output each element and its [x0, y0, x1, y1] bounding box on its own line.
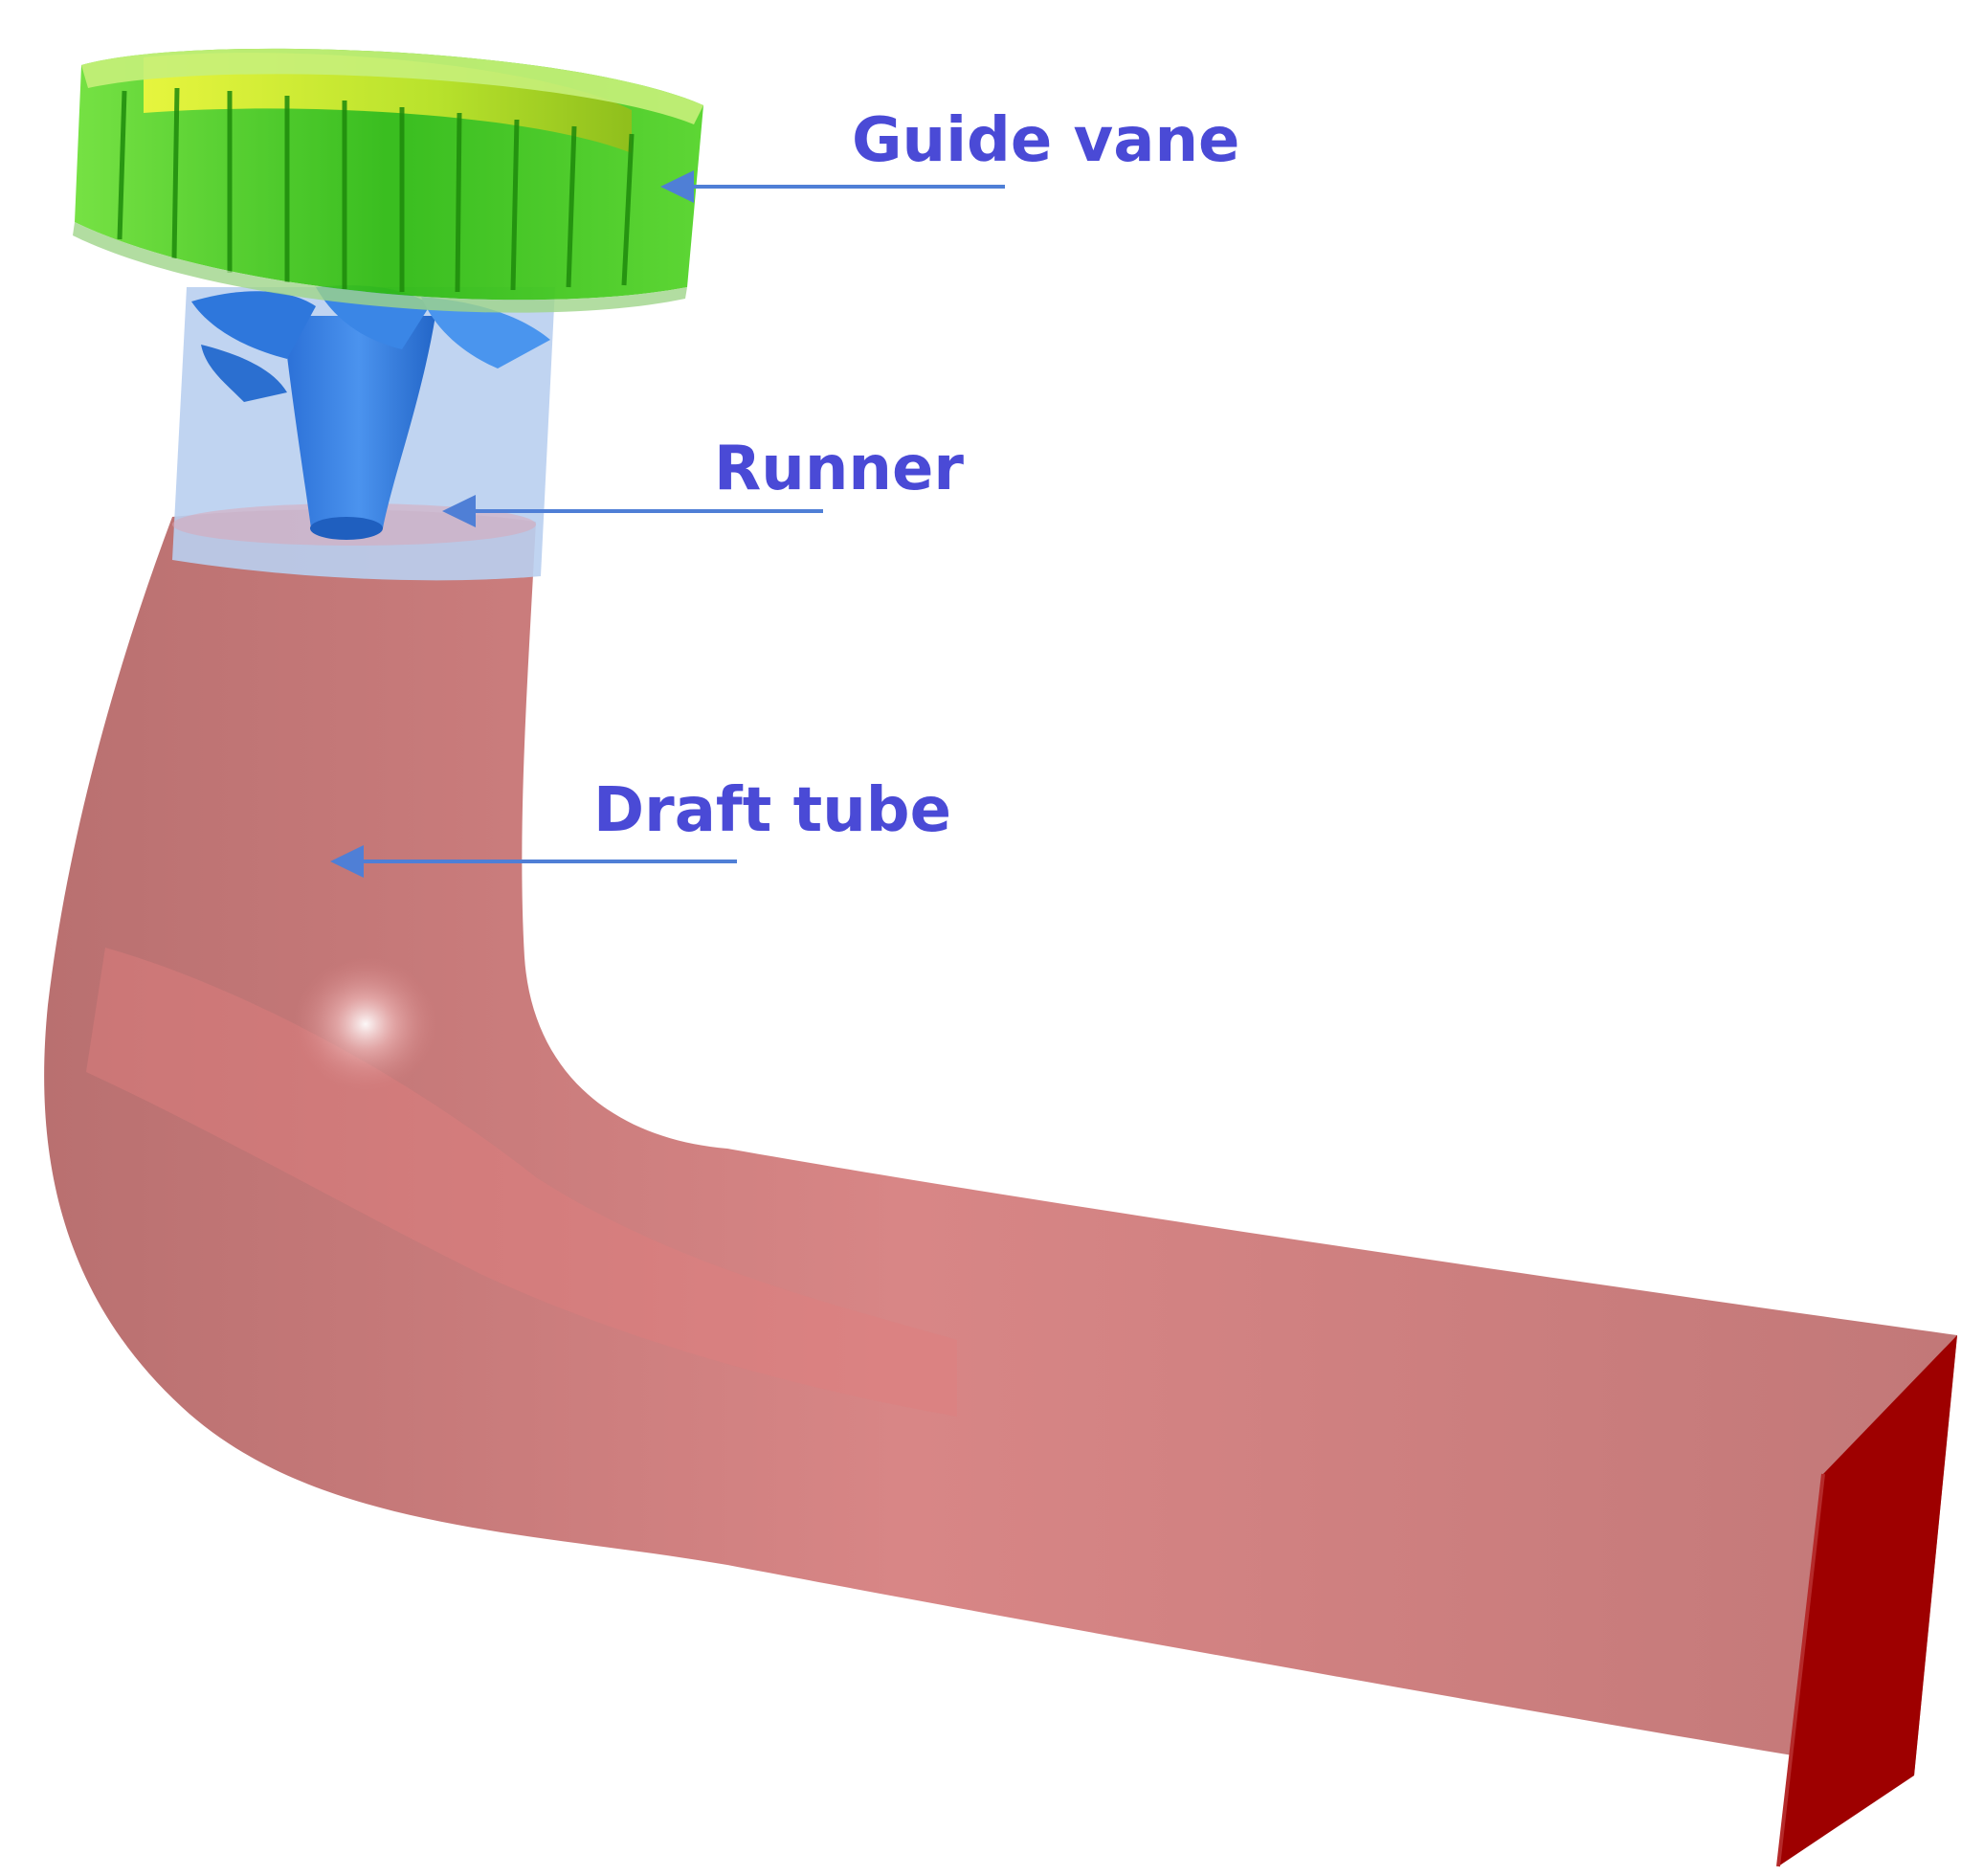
runner-hub-tip [310, 517, 383, 540]
runner-blade [421, 297, 550, 368]
draft-tube-bend-shade [86, 948, 957, 1417]
arrow-left-icon [330, 845, 737, 878]
draft-tube-highlight [294, 957, 437, 1091]
runner-blade [201, 345, 287, 402]
label-runner: Runner [714, 434, 964, 504]
label-guide-vane: Guide vane [852, 105, 1240, 176]
guide-vane-blades [117, 87, 635, 293]
draft-tube-outlet [1778, 1335, 1957, 1866]
draft-tube-outlet-edge [1776, 1473, 1825, 1867]
guide-vane-rim [81, 48, 703, 124]
arrow-left-icon [660, 170, 1005, 203]
arrow-left-icon [442, 495, 823, 527]
label-draft-tube: Draft tube [593, 775, 951, 846]
draft-tube-body [44, 509, 1958, 1776]
runner-hub [282, 316, 435, 536]
guide-vane-bottom-rim [73, 222, 687, 313]
runner-blade [191, 291, 316, 359]
